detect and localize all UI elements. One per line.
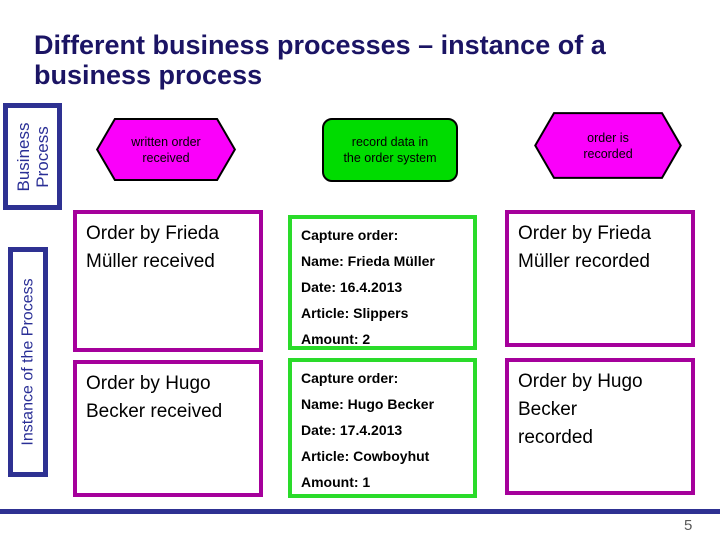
function-label: record data in the order system (343, 135, 437, 165)
order-hugo-recorded-box: Order by Hugo Becker recorded (505, 358, 695, 495)
event-start-label: written order received (131, 134, 201, 165)
page-number: 5 (684, 517, 693, 534)
sidebar-label-instance-of-process: Instance of the Process (8, 247, 48, 477)
order-hugo-received-box: Order by Hugo Becker received (73, 360, 263, 497)
page-title: Different business processes – instance … (34, 30, 606, 90)
capture-order-frieda-box: Capture order: Name: Frieda Müller Date:… (288, 215, 477, 350)
order-frieda-received-box: Order by Frieda Müller received (73, 210, 263, 352)
event-shape-written-order-received: written order received (95, 117, 237, 182)
instance-of-process-label-text: Instance of the Process (19, 278, 37, 446)
event-end-label: order is recorded (583, 130, 633, 161)
order-frieda-recorded-box: Order by Frieda Müller recorded (505, 210, 695, 347)
sidebar-label-business-process: Business Process (3, 103, 62, 210)
hexagon-event-icon (95, 117, 237, 182)
business-process-label-text: Business Process (13, 122, 52, 191)
function-shape-record-data: record data in the order system (322, 118, 458, 182)
capture-order-hugo-box: Capture order: Name: Hugo Becker Date: 1… (288, 358, 477, 498)
footer-divider-line (0, 509, 720, 514)
event-shape-order-recorded: order is recorded (533, 111, 683, 180)
hexagon-event-icon (533, 111, 683, 180)
